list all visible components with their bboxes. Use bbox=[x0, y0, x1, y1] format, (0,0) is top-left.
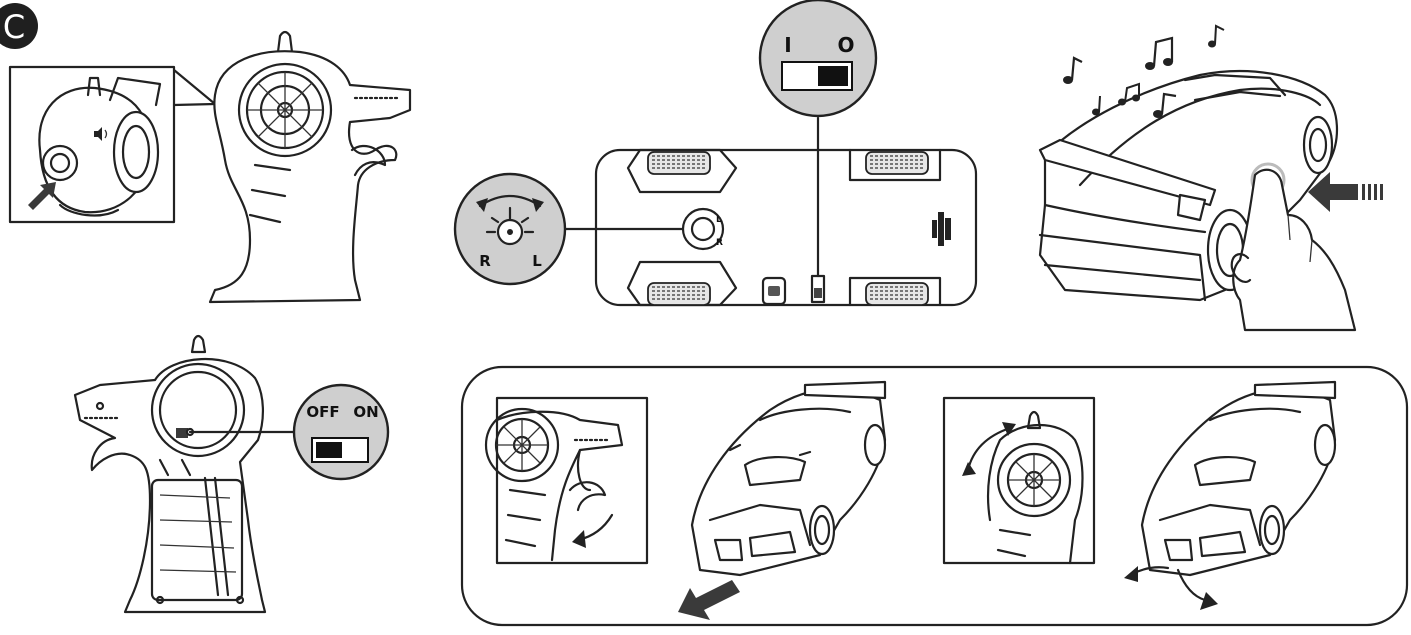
car-sound-demo bbox=[1040, 26, 1383, 330]
io-right-label: O bbox=[837, 33, 854, 57]
steering-inset bbox=[944, 398, 1094, 563]
trim-right-label: R bbox=[479, 252, 491, 270]
car-turning bbox=[1124, 382, 1335, 610]
steering-trim-callout: R L bbox=[455, 174, 565, 284]
car-trim-bottom-mark: R bbox=[716, 238, 723, 248]
forward-arrow-icon bbox=[678, 580, 740, 620]
sound-button-inset bbox=[10, 67, 174, 222]
car-forward bbox=[678, 382, 885, 620]
trim-left-label: L bbox=[532, 252, 542, 270]
power-on-label: ON bbox=[353, 403, 378, 421]
remote-controller-front bbox=[75, 336, 265, 612]
step-badge: C bbox=[0, 3, 38, 49]
throttle-inset bbox=[486, 398, 647, 563]
power-off-label: OFF bbox=[306, 403, 339, 421]
car-underside: L R bbox=[596, 150, 976, 305]
io-left-label: I bbox=[784, 33, 791, 57]
operation-panel bbox=[462, 367, 1407, 625]
power-switch-callout: OFF ON bbox=[294, 385, 388, 479]
car-trim-top-mark: L bbox=[716, 215, 722, 225]
remote-controller-side bbox=[210, 32, 410, 302]
step-badge-label: C bbox=[3, 8, 25, 46]
io-switch-callout: I O bbox=[760, 0, 876, 116]
